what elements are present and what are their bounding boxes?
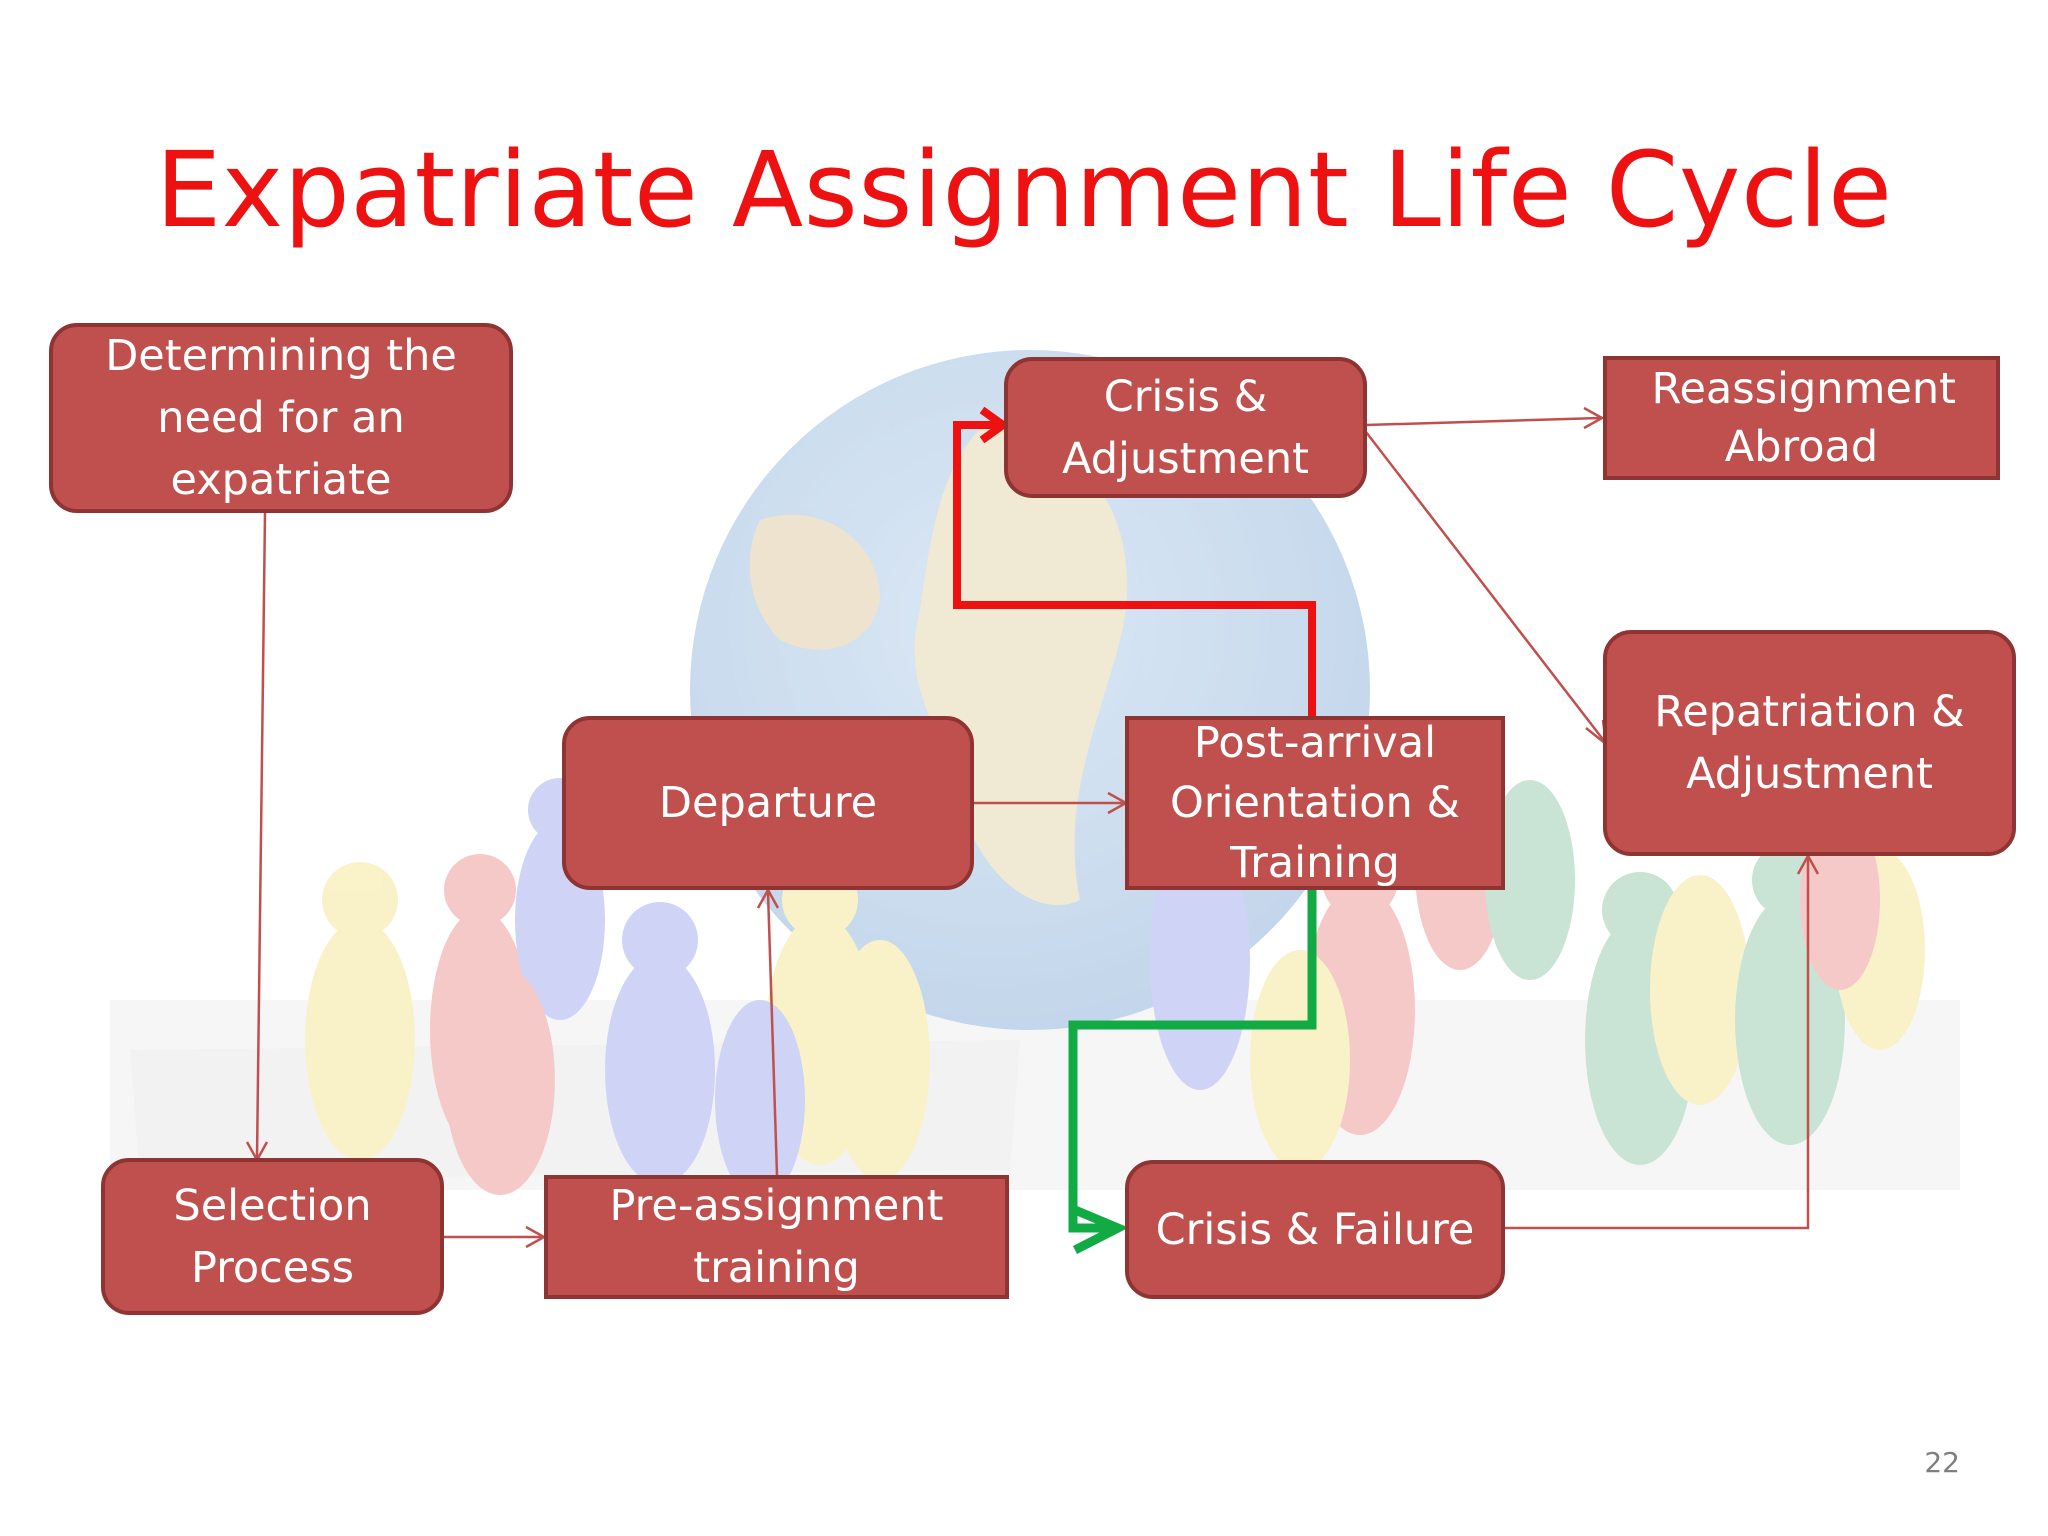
node-departure: Departure xyxy=(562,716,974,890)
node-postarrival-label: Post-arrival Orientation & Training xyxy=(1170,718,1460,888)
node-selection: Selection Process xyxy=(101,1158,444,1315)
node-selection-label: Selection Process xyxy=(173,1180,372,1293)
node-preassignment-label: Pre-assignment training xyxy=(609,1181,944,1293)
node-reassignment-label: Reassignment Abroad xyxy=(1651,364,1957,472)
node-crisis-adjustment: Crisis & Adjustment xyxy=(1004,357,1367,498)
node-postarrival: Post-arrival Orientation & Training xyxy=(1125,716,1505,890)
node-crisis-adjustment-label: Crisis & Adjustment xyxy=(1062,371,1309,484)
node-reassignment: Reassignment Abroad xyxy=(1603,356,2000,480)
slide-title: Expatriate Assignment Life Cycle xyxy=(155,129,1893,251)
node-preassignment: Pre-assignment training xyxy=(544,1175,1009,1299)
slide-number: 22 xyxy=(1924,1446,1960,1479)
node-repatriation: Repatriation & Adjustment xyxy=(1603,630,2016,856)
node-repatriation-label: Repatriation & Adjustment xyxy=(1654,687,1965,799)
node-determining: Determining the need for an expatriate xyxy=(49,323,513,513)
node-crisis-failure: Crisis & Failure xyxy=(1125,1160,1505,1299)
node-departure-label: Departure xyxy=(658,778,878,828)
node-determining-label: Determining the need for an expatriate xyxy=(105,331,457,505)
node-crisis-failure-label: Crisis & Failure xyxy=(1155,1204,1475,1255)
